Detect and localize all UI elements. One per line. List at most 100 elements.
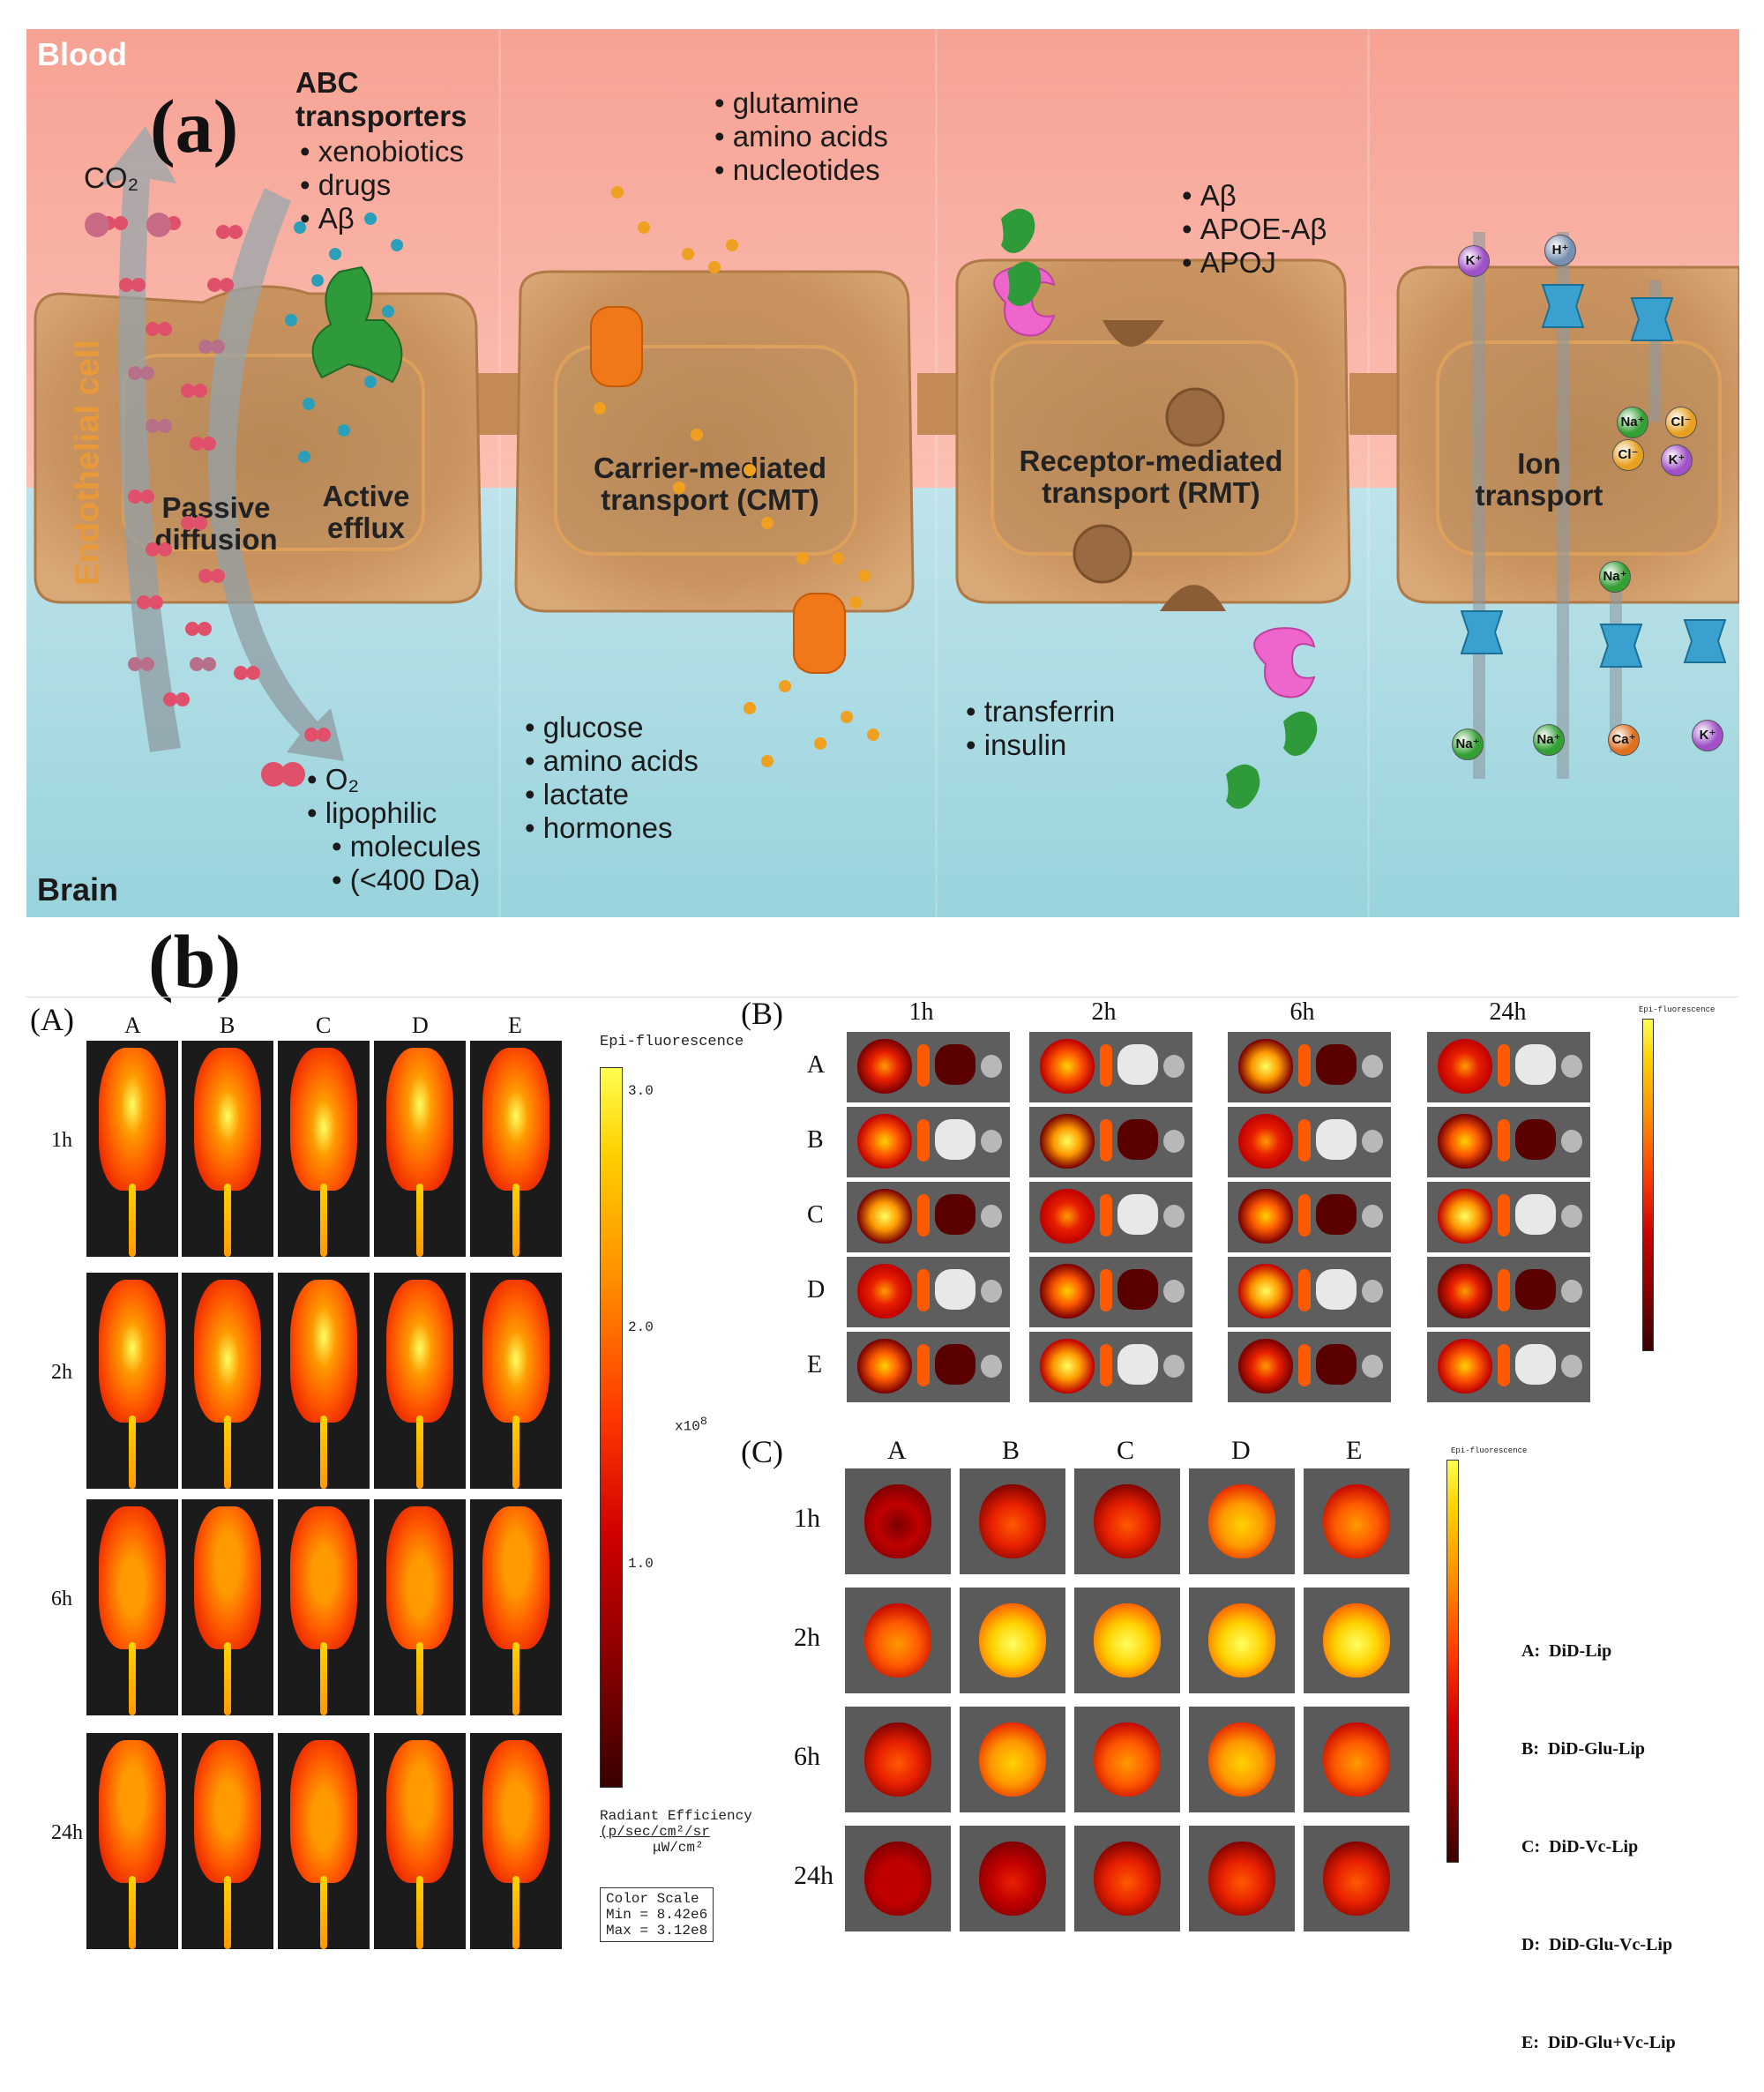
molecule-dot	[190, 437, 204, 451]
molecule-dot	[246, 666, 260, 680]
abc-item: xenobiotics	[300, 135, 464, 168]
brain-heat	[1094, 1484, 1161, 1558]
brain-heat	[1323, 1842, 1390, 1916]
mouse-image-cell	[86, 1041, 178, 1257]
organ-lung	[1515, 1194, 1556, 1235]
mouse-tail	[416, 1183, 423, 1257]
molecule-dot	[202, 657, 216, 671]
cmt-dot	[691, 429, 703, 441]
molecule-dot	[198, 569, 213, 583]
molecule-dot	[198, 340, 213, 354]
organ-lung	[1316, 1269, 1357, 1310]
cmt-line: Carrier-mediated	[593, 452, 827, 484]
rmt-top-item: APOE-Aβ	[1182, 213, 1327, 246]
passive-diffusion-label: Passive diffusion	[123, 492, 309, 556]
ion-badge-na: Na⁺	[1533, 724, 1565, 756]
mouse-image-cell	[182, 1041, 273, 1257]
cmt-dot	[726, 239, 738, 251]
molecule-dot	[234, 666, 248, 680]
sub-a-unit-line: Radiant Efficiency	[600, 1808, 752, 1824]
sub-b-colorbar	[1642, 1019, 1654, 1351]
organ-spleen-heat	[917, 1194, 930, 1237]
molecule-dot	[176, 692, 190, 706]
mouse-body-heat	[99, 1506, 166, 1649]
mouse-tail	[512, 1415, 519, 1489]
cmt-carrier-top-icon	[590, 306, 643, 387]
organ-spleen-heat	[917, 1119, 930, 1162]
mouse-tail	[320, 1183, 327, 1257]
ion-badge-layer: K⁺H⁺Na⁺Cl⁻Cl⁻K⁺Na⁺Na⁺Na⁺Ca⁺K⁺	[26, 29, 1739, 917]
cmt-dot	[708, 261, 721, 273]
ion-badge-cl: Cl⁻	[1612, 439, 1644, 471]
brain-heat	[864, 1603, 931, 1677]
organ-liver-heat	[1040, 1339, 1095, 1393]
legend-item-d: D: DiD-Glu-Vc-Lip	[1521, 1935, 1673, 1954]
sub-c-column-label: E	[1346, 1436, 1363, 1465]
sub-c-column-label: C	[1117, 1436, 1135, 1465]
organ-kidney	[1362, 1130, 1383, 1153]
mouse-image-cell	[86, 1499, 178, 1715]
brain-image-cell	[1304, 1588, 1409, 1693]
sub-c-column-label: A	[887, 1436, 907, 1465]
molecule-layer	[85, 186, 1727, 809]
organ-spleen-heat	[1100, 1269, 1112, 1311]
organ-spleen-heat	[1100, 1194, 1112, 1237]
brain-heat	[979, 1842, 1046, 1916]
organ-spleen-heat	[1498, 1194, 1510, 1237]
ion-badge-k: K⁺	[1458, 245, 1490, 277]
brain-heat	[1208, 1722, 1275, 1797]
organ-liver-heat	[1238, 1189, 1293, 1244]
mouse-image-cell	[86, 1733, 178, 1949]
cmt-bottom-list: glucose amino acids lactate hormones	[525, 711, 699, 845]
organ-kidney	[1163, 1130, 1185, 1153]
organ-lung	[1117, 1119, 1158, 1160]
ion-channel-icon	[1541, 284, 1585, 328]
passive-bottom-item: O₂	[307, 763, 481, 796]
ion-channel-icon	[1599, 624, 1643, 668]
molecule-dot	[137, 595, 151, 609]
brain-heat	[1208, 1603, 1275, 1677]
mouse-image-cell	[278, 1041, 370, 1257]
sub-b-label: (B)	[741, 996, 783, 1031]
legend-item-e: E: DiD-Glu+Vc-Lip	[1521, 2033, 1676, 2052]
mouse-image-cell	[470, 1041, 562, 1257]
cmt-dot	[849, 596, 862, 609]
molecule-dot	[146, 542, 160, 557]
sub-c-label: (C)	[741, 1434, 783, 1469]
organ-kidney	[1561, 1055, 1582, 1078]
organ-spleen-heat	[1498, 1344, 1510, 1386]
mouse-body-heat	[386, 1048, 453, 1191]
mouse-body-heat	[482, 1506, 549, 1649]
brain-heat	[979, 1603, 1046, 1677]
panel-b-label: (b)	[148, 919, 242, 1004]
cmt-dot	[841, 711, 853, 723]
organ-image-cell	[1427, 1182, 1590, 1252]
rmt-bottom-item: insulin	[966, 728, 1115, 762]
cmt-bottom-item: lactate	[525, 778, 699, 811]
brain-heat	[1323, 1722, 1390, 1797]
sub-a-column-label: B	[220, 1012, 235, 1038]
ion-transport-line: Ion	[1517, 447, 1561, 480]
organ-liver-heat	[857, 1189, 912, 1244]
mouse-body-heat	[99, 1740, 166, 1883]
organ-spleen-heat	[1298, 1344, 1311, 1386]
ligand-icon	[1007, 261, 1042, 306]
organ-liver-heat	[1040, 1189, 1095, 1244]
ligand-icon	[1001, 208, 1035, 253]
organ-image-cell	[1029, 1182, 1192, 1252]
sub-a-multiplier: x108	[675, 1416, 707, 1434]
sub-a-label: (A)	[30, 1002, 74, 1037]
organ-liver-heat	[1438, 1189, 1492, 1244]
cmt-top-item: amino acids	[714, 120, 888, 153]
organ-image-cell	[1427, 1332, 1590, 1402]
molecule-dot	[140, 657, 154, 671]
brain-heat	[1094, 1722, 1161, 1797]
ion-transport-line: transport	[1475, 479, 1603, 512]
efflux-dot	[294, 221, 306, 234]
mouse-image-cell	[278, 1499, 370, 1715]
ion-channel-icon	[1683, 619, 1727, 663]
organ-liver-heat	[1438, 1114, 1492, 1169]
rmt-bottom-item: transferrin	[966, 695, 1116, 728]
molecule-dot	[131, 278, 146, 292]
brain-image-cell	[1189, 1707, 1295, 1812]
